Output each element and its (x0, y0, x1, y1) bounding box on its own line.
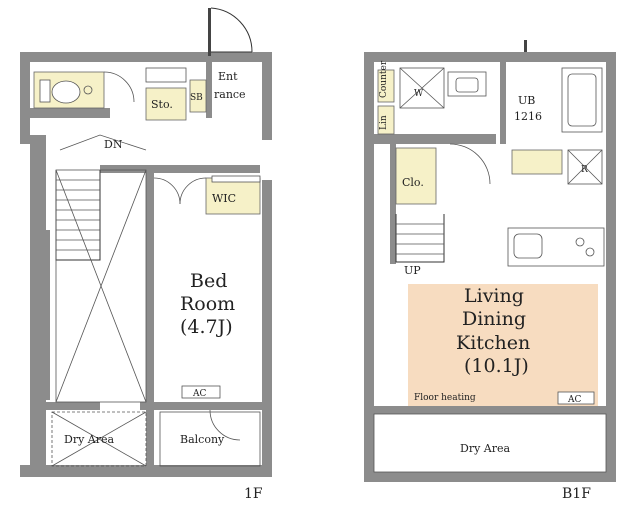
label-floor-1f: 1F (244, 486, 263, 502)
label-counter: Counter (379, 60, 389, 98)
label-ac-b1f: AC (567, 395, 581, 405)
label-floor-b1f: B1F (562, 486, 591, 502)
label-storage: Sto. (151, 98, 173, 111)
label-ldk-size: (10.1J) (464, 355, 529, 377)
dry-area-1f-box (51, 411, 147, 467)
stairs-1f (55, 134, 147, 261)
label-dry-area-1f: Dry Area (64, 433, 115, 446)
label-entrance-line2: rance (214, 88, 246, 101)
label-bedroom-size: (4.7J) (180, 316, 233, 338)
label-dry-area-b1f: Dry Area (460, 442, 511, 455)
label-ac-1f: AC (192, 389, 206, 399)
label-up: UP (404, 264, 421, 277)
label-lin: Lin (379, 115, 389, 130)
label-wic: WIC (212, 192, 236, 205)
label-down: DN (104, 138, 123, 151)
label-bedroom-line1: Bed (190, 270, 227, 292)
label-bedroom-line2: Room (180, 293, 235, 315)
void-cross-1f (55, 169, 147, 403)
label-refrigerator: R (581, 165, 588, 175)
label-sb: SB (190, 93, 203, 103)
label-ldk-line1: Living (464, 285, 524, 307)
plan-1f (20, 7, 272, 477)
label-balcony: Balcony (180, 433, 225, 446)
plan-b1f (364, 40, 616, 482)
label-ldk-line3: Kitchen (456, 332, 530, 354)
label-entrance-line1: Ent (218, 70, 238, 83)
label-closet: Clo. (402, 176, 424, 189)
label-ub: UB (518, 94, 535, 107)
label-washer: W (414, 89, 424, 99)
label-floor-heating: Floor heating (414, 393, 476, 403)
ldk-floor-heating-area (408, 284, 598, 406)
label-ub-size: 1216 (514, 110, 542, 123)
label-ldk-line2: Dining (462, 308, 526, 330)
